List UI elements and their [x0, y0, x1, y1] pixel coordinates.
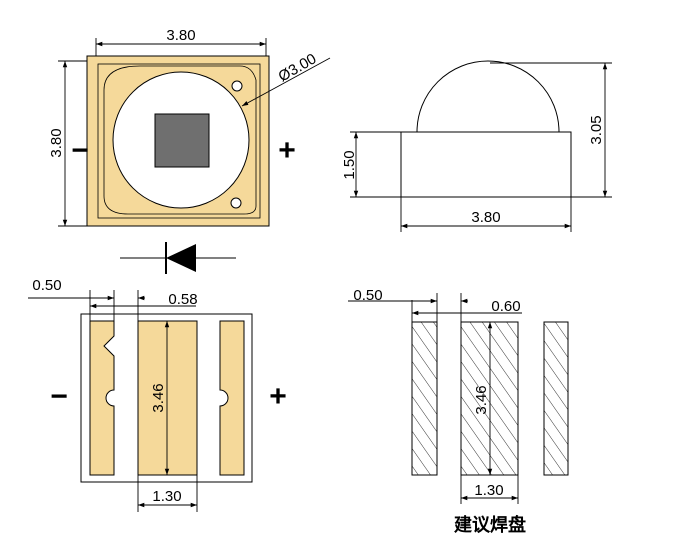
bottom-minus-sign: −	[50, 380, 68, 413]
side-total-height-label: 3.05	[588, 115, 605, 144]
bottom-plus-sign: +	[269, 380, 287, 413]
diode-symbol	[120, 242, 236, 274]
top-width-label: 3.80	[166, 27, 195, 44]
side-lens-dome	[416, 60, 560, 133]
mark-hole-top	[231, 80, 243, 92]
bottom-length-label: 3.46	[150, 383, 167, 412]
solder-width-label: 1.30	[474, 482, 503, 499]
top-height-label: 3.80	[48, 128, 65, 157]
side-view: 3.05 1.50 3.80	[341, 60, 612, 232]
top-body-inner-outline	[97, 63, 261, 219]
solder-pad-caption: 建议焊盘	[454, 514, 526, 536]
solder-pad-right	[543, 321, 569, 476]
bottom-width-label: 1.30	[152, 488, 181, 505]
diode-triangle	[166, 244, 196, 272]
led-chip	[154, 113, 210, 168]
top-view: 3.80 3.80 Ø3.00 − +	[48, 27, 331, 227]
bottom-pad-anode	[219, 320, 245, 476]
lens-diameter-label: Ø3.00	[276, 50, 320, 85]
bottom-pad-center	[137, 320, 198, 476]
solder-gap-label: 0.50	[353, 287, 382, 304]
bottom-gap-label: 0.50	[32, 277, 61, 294]
lens-diameter-leader	[241, 57, 331, 107]
top-cup-outline	[103, 65, 257, 215]
solder-pad-view: 0.50 0.60 3.46 1.30 建议焊盘	[348, 287, 569, 536]
side-body	[400, 131, 572, 198]
side-base-height-label: 1.50	[341, 150, 358, 179]
top-plus-sign: +	[278, 134, 296, 167]
side-width-label: 3.80	[471, 209, 500, 226]
bottom-pad-cathode	[89, 320, 115, 476]
top-minus-sign: −	[71, 134, 89, 167]
bottom-offset-label: 0.58	[168, 291, 197, 308]
bottom-view: 0.50 0.58 3.46 1.30 − +	[28, 277, 287, 512]
solder-pad-left	[411, 321, 438, 476]
mark-hole-bottom	[230, 197, 242, 209]
solder-offset-label: 0.60	[491, 298, 520, 315]
solder-length-label: 3.46	[473, 385, 490, 414]
